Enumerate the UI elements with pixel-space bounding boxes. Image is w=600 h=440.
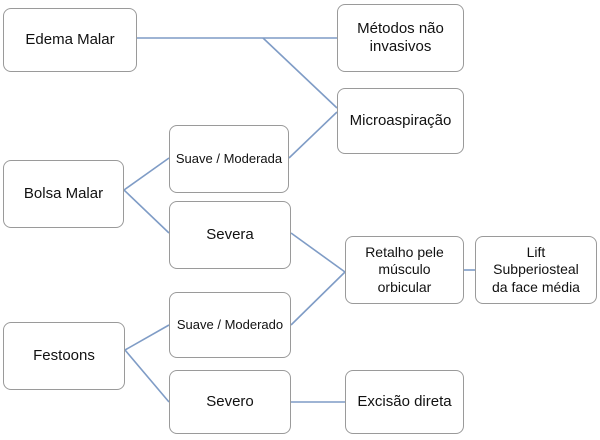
node-bolsa-malar: Bolsa Malar [3,160,124,228]
node-edema-malar: Edema Malar [3,8,137,72]
node-metodos-nao-invasivos: Métodos não invasivos [337,4,464,72]
node-lift-subperiosteal: Lift Subperiosteal da face média [475,236,597,304]
connector-suave-moderado-to-retalho [290,271,346,326]
node-severo: Severo [169,370,291,434]
node-suave-moderado: Suave / Moderado [169,292,291,358]
connector-festoons-to-suave-moderado [124,324,170,351]
connector-severa-to-retalho [290,232,346,273]
connector-bolsa-to-suave-moderada [123,157,170,191]
node-suave-moderada: Suave / Moderada [169,125,289,193]
connector-bolsa-to-severa [123,189,170,234]
node-microaspiracao: Microaspiração [337,88,464,154]
connector-edema-to-microaspiracao [262,37,338,109]
node-excisao-direta: Excisão direta [345,370,464,434]
node-festoons: Festoons [3,322,125,390]
connector-festoons-to-severo [124,349,170,403]
node-retalho-pele-musculo-orbicular: Retalho pele músculo orbicular [345,236,464,304]
node-severa: Severa [169,201,291,269]
connector-suave-moderada-to-microaspiracao [288,111,338,159]
